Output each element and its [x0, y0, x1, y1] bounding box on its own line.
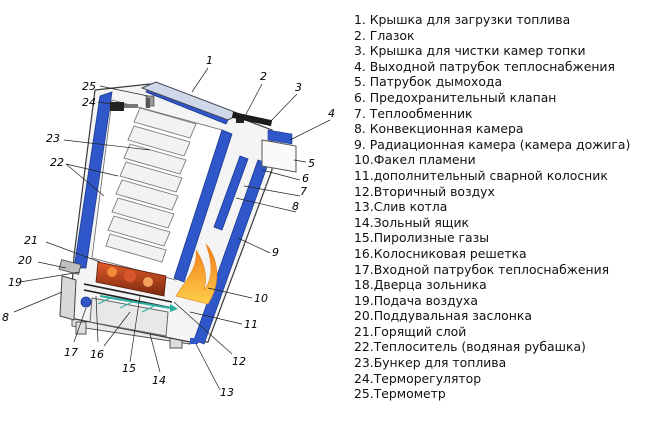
legend-item: 6. Предохранительный клапан [354, 89, 557, 105]
cleaning-cover [231, 111, 273, 127]
legend-item: 13.Слив котла [354, 199, 448, 215]
ash-door [59, 275, 77, 321]
chimney-pipe [261, 129, 297, 173]
legend-item: 18.Дверца зольника [354, 277, 487, 293]
legend-item: 22.Теплоситель (водяная рубашка) [354, 339, 586, 355]
callout-19: 19 [8, 276, 22, 289]
drain-valve [190, 338, 198, 344]
legend-item: 2. Глазок [354, 27, 415, 43]
leader-lines [13, 67, 331, 391]
legend-item: 8. Конвекционная камера [354, 121, 524, 137]
legend-item: 15.Пиролизные газы [354, 230, 490, 246]
legend-item: 9. Радиационная камера (камера дожига) [354, 136, 631, 152]
legend-item: 25.Термометр [354, 386, 446, 402]
peephole-icon [236, 118, 244, 123]
fuel-logs [105, 107, 197, 263]
callout-23: 23 [46, 132, 60, 145]
return-inlet-icon [80, 296, 92, 308]
legend-item: 21.Горящий слой [354, 323, 467, 339]
callout-7: 7 [300, 185, 307, 198]
callout-10: 10 [254, 292, 268, 305]
legend-item: 11.дополнительный сварной колосник [354, 167, 608, 183]
legend-item: 19.Подача воздуха [354, 292, 478, 308]
flame-icon [175, 243, 218, 305]
callout-5: 5 [308, 157, 315, 170]
parts-legend: 1. Крышка для загрузки топлива 2. Глазок… [354, 12, 630, 402]
burning-layer [95, 261, 167, 297]
callout-18: 8 [2, 311, 9, 324]
callout-20: 20 [18, 254, 32, 267]
water-jacket-arrows [97, 297, 155, 313]
legend-item: 1. Крышка для загрузки топлива [354, 12, 571, 27]
air-damper [58, 259, 82, 275]
water-jacket-left-wall [73, 91, 113, 269]
secondary-air-arrow [99, 295, 171, 309]
callout-labels: 1 2 3 4 5 6 7 8 9 10 11 12 13 14 15 16 1… [2, 54, 335, 399]
callout-22: 22 [50, 156, 64, 169]
legend-item: 7. Теплообменник [354, 105, 473, 121]
callout-13: 13 [220, 386, 234, 399]
thermostat-icon [110, 102, 138, 111]
legend-item: 5. Патрубок дымохода [354, 74, 503, 90]
legend-item: 20.Поддувальная заслонка [354, 308, 532, 324]
callout-1: 1 [206, 54, 213, 67]
callout-16: 16 [90, 348, 104, 361]
callout-9: 9 [272, 246, 279, 259]
legend-item: 14.Зольный ящик [354, 214, 469, 230]
callout-12: 12 [232, 355, 246, 368]
legend-item: 17.Входной патрубок теплоснабжения [354, 261, 610, 277]
callout-14: 14 [152, 374, 166, 387]
secondary-air-arrowhead [170, 304, 178, 312]
legend-item: 23.Бункер для топлива [354, 355, 507, 371]
callout-3: 3 [295, 81, 302, 94]
legend-item: 4. Выходной патрубок теплоснабжения [354, 58, 615, 74]
callout-15: 15 [122, 362, 136, 375]
ash-drawer [89, 297, 169, 337]
callout-2: 2 [260, 70, 267, 83]
water-jacket-inner-wall [173, 129, 233, 283]
legend-item: 12.Вторичный воздух [354, 183, 495, 199]
thermometer-icon [146, 98, 150, 108]
convection-baffle [213, 155, 249, 231]
legend-item: 10.Факел пламени [354, 152, 476, 168]
legend-item: 3. Крышка для чистки камер топки [354, 43, 586, 59]
legend-item: 24.Терморегулятор [354, 370, 482, 386]
callout-6: 6 [302, 172, 309, 185]
callout-11: 11 [244, 318, 258, 331]
callout-17: 17 [64, 346, 78, 359]
legend-item: 16.Колосниковая решетка [354, 245, 527, 261]
callout-21: 21 [24, 234, 38, 247]
boiler-cutaway-drawing: 1 2 3 4 5 6 7 8 9 10 11 12 13 14 15 16 1… [2, 54, 335, 399]
callout-24: 24 [82, 96, 96, 109]
callout-4: 4 [328, 107, 335, 120]
callout-25: 25 [82, 80, 96, 93]
callout-8: 8 [292, 200, 299, 213]
